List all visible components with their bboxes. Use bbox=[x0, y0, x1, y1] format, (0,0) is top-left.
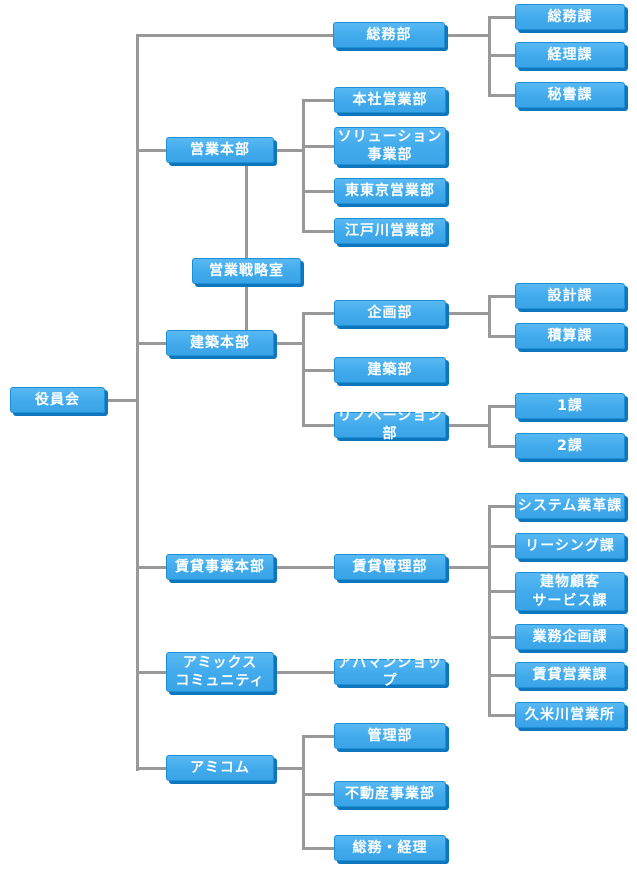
org-node-leasing-hq: 賃貸事業本部 bbox=[166, 554, 274, 580]
connector-junction-leasing-mgmt bbox=[488, 505, 491, 717]
connector-junction-planning bbox=[488, 295, 491, 338]
connector-stub-leasing-sales-sec bbox=[488, 674, 515, 677]
connector-stub-accounting-sec bbox=[488, 54, 515, 57]
connector-stub-business-planning-sec bbox=[488, 636, 515, 639]
connector-stub-secretary-sec bbox=[488, 94, 515, 97]
org-node-east-tokyo-sales: 東東京営業部 bbox=[334, 178, 446, 204]
connector-stub-solution-div bbox=[302, 145, 334, 148]
connector-stub-planning-dept bbox=[302, 312, 334, 315]
connector-leasing-hq-to-leasing-mgmt bbox=[274, 566, 334, 569]
connector-stub-estimation-sec bbox=[488, 335, 515, 338]
org-node-apaman-shop: アパマンショップ bbox=[334, 655, 446, 689]
org-node-sec-1: 1課 bbox=[515, 393, 625, 419]
connector-stub-edogawa-sales bbox=[302, 230, 334, 233]
org-node-system-reform-sec: システム業革課 bbox=[515, 493, 625, 519]
connector-stub-system-reform-sec bbox=[488, 505, 515, 508]
connector-spine-to-sales-hq bbox=[136, 149, 166, 152]
org-node-sales-strategy-office: 営業戦略室 bbox=[192, 258, 301, 284]
connector-stub-leasing-sec bbox=[488, 545, 515, 548]
connector-stub-building-customer-service-sec bbox=[488, 590, 515, 593]
org-node-head-office-sales: 本社営業部 bbox=[334, 87, 446, 113]
connector-sales-hq-out bbox=[274, 149, 304, 152]
org-node-leasing-sec: リーシング課 bbox=[515, 533, 625, 559]
org-node-general-affairs-sec: 総務課 bbox=[515, 4, 625, 30]
connector-stub-general-affairs-accounting bbox=[302, 847, 334, 850]
org-node-solution-div: ソリューション 事業部 bbox=[334, 127, 446, 165]
org-node-building-customer-service-sec: 建物顧客 サービス課 bbox=[515, 572, 625, 611]
org-node-sales-hq: 営業本部 bbox=[166, 137, 274, 163]
connector-stub-sec-2 bbox=[488, 445, 515, 448]
connector-stub-east-tokyo-sales bbox=[302, 190, 334, 193]
connector-stub-construction-dept bbox=[302, 369, 334, 372]
org-node-board: 役員会 bbox=[10, 387, 105, 413]
org-node-real-estate-dept: 不動産事業部 bbox=[334, 781, 446, 807]
org-node-business-planning-sec: 業務企画課 bbox=[515, 624, 625, 650]
org-node-secretary-sec: 秘書課 bbox=[515, 82, 625, 108]
org-node-estimation-sec: 積算課 bbox=[515, 323, 625, 349]
connector-stub-head-office-sales bbox=[302, 99, 334, 102]
connector-strategy-office-to-construction-hq bbox=[245, 284, 248, 330]
connector-spine-to-amicom bbox=[136, 767, 166, 770]
org-node-construction-hq: 建築本部 bbox=[166, 330, 274, 356]
connector-stub-admin-dept bbox=[302, 735, 334, 738]
connector-amicom-out bbox=[274, 767, 304, 770]
org-node-general-affairs-dept: 総務部 bbox=[333, 22, 445, 48]
connector-junction-renovation bbox=[488, 405, 491, 448]
org-node-design-sec: 設計課 bbox=[515, 283, 625, 309]
connector-amix-to-apaman-shop bbox=[274, 671, 334, 674]
connector-stub-general-affairs-sec bbox=[488, 16, 515, 19]
connector-planning-dept-out bbox=[446, 312, 489, 315]
org-node-accounting-sec: 経理課 bbox=[515, 42, 625, 68]
org-node-kumegawa-office: 久米川営業所 bbox=[515, 702, 625, 728]
connector-spine-to-leasing-hq bbox=[136, 566, 166, 569]
connector-stub-sec-1 bbox=[488, 405, 515, 408]
connector-junction-amicom bbox=[302, 735, 305, 849]
org-node-sec-2: 2課 bbox=[515, 433, 625, 459]
connector-board-to-spine bbox=[105, 399, 139, 402]
org-node-edogawa-sales: 江戸川営業部 bbox=[334, 218, 446, 244]
connector-sales-hq-to-strategy-office bbox=[245, 163, 248, 258]
org-node-admin-dept: 管理部 bbox=[334, 723, 446, 749]
connector-construction-hq-out bbox=[274, 342, 304, 345]
connector-general-affairs-dept-out bbox=[445, 34, 489, 37]
connector-main-spine bbox=[136, 34, 139, 771]
connector-spine-to-general-affairs-dept bbox=[136, 34, 335, 37]
connector-stub-renovation-dept bbox=[302, 424, 334, 427]
connector-spine-to-amix-community bbox=[136, 671, 166, 674]
connector-stub-kumegawa-office bbox=[488, 714, 515, 717]
org-node-amix-community: アミックス コミュニティ bbox=[166, 652, 274, 692]
connector-junction-sales bbox=[302, 99, 305, 233]
connector-stub-design-sec bbox=[488, 295, 515, 298]
connector-leasing-mgmt-out bbox=[446, 566, 489, 569]
org-node-leasing-sales-sec: 賃貸営業課 bbox=[515, 662, 625, 688]
org-node-amicom: アミコム bbox=[166, 755, 274, 781]
connector-spine-to-construction-hq bbox=[136, 342, 166, 345]
org-node-renovation-dept: リノベーション部 bbox=[334, 408, 446, 442]
connector-stub-real-estate-dept bbox=[302, 793, 334, 796]
org-node-general-affairs-accounting: 総務・経理 bbox=[334, 835, 446, 861]
org-node-construction-dept: 建築部 bbox=[334, 357, 446, 383]
org-node-leasing-mgmt-dept: 賃貸管理部 bbox=[334, 554, 446, 580]
org-node-planning-dept: 企画部 bbox=[334, 300, 446, 326]
connector-renovation-dept-out bbox=[446, 424, 489, 427]
